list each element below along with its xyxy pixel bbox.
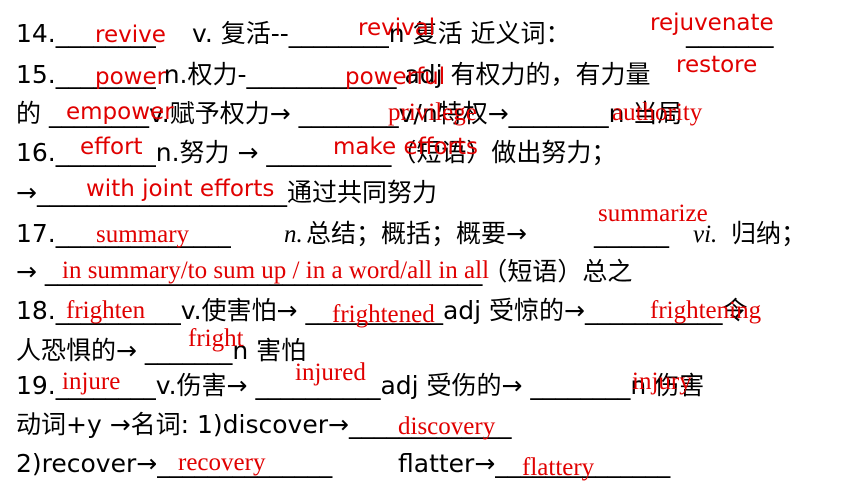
- answer-empower: empower: [66, 99, 174, 125]
- answer-power: power: [95, 64, 167, 90]
- answer-summarize: summarize: [598, 200, 708, 227]
- answer-in-summary: in summary/to sum up / in a word/all in …: [62, 257, 490, 284]
- answer-fright: fright: [188, 325, 244, 352]
- answer-restore: restore: [676, 52, 758, 78]
- answer-privilege: privilege: [388, 99, 477, 126]
- line-14-blank: _______: [686, 19, 774, 48]
- answer-with-joint-efforts: with joint efforts: [86, 176, 275, 202]
- answer-injured: injured: [295, 359, 366, 386]
- line-15: 15.________ n.权力-____________ adj 有权力的，有…: [16, 60, 651, 89]
- line-16: 16.________n.努力 → __________（短语）做出努力；: [16, 138, 617, 167]
- line-18: 18.__________v.使害怕→ ___________adj 受惊的→_…: [16, 296, 748, 325]
- line-15-cont: 的 ________v.赋予权力→ ________v/n特权→________…: [16, 99, 683, 128]
- answer-powerful: powerful: [345, 64, 446, 90]
- answer-injure: injure: [62, 368, 121, 395]
- answer-frighten: frighten: [66, 297, 146, 324]
- answer-injury: injury: [632, 368, 692, 395]
- answer-recovery: recovery: [178, 449, 266, 476]
- answer-make-efforts: make efforts: [333, 134, 478, 160]
- line-16-cont: →____________________通过共同努力: [16, 178, 437, 207]
- answer-summary: summary: [96, 221, 190, 248]
- answer-effort: effort: [80, 134, 143, 160]
- line-14-definition: v. 复活--________n 复活 近义词：: [192, 19, 571, 48]
- line-17-cont: → ___________________________________（短语…: [16, 257, 633, 286]
- answer-revive: revive: [95, 22, 166, 48]
- line-17-definition: 总结；概括；概要→: [306, 219, 527, 248]
- answer-revival: revival: [358, 15, 436, 41]
- line-17-prefix: 17.______________: [16, 219, 231, 248]
- answer-discovery: discovery: [398, 413, 496, 440]
- line-17-pos-vi: vi.: [693, 221, 718, 248]
- answer-authority: authority: [612, 99, 703, 126]
- line-17-pos-n: n.: [284, 221, 303, 248]
- line-recover: 2)recover→______________: [16, 449, 333, 478]
- line-17-definition-2: 归纳；: [731, 219, 807, 248]
- line-14-prefix: 14.________: [16, 19, 156, 48]
- answer-flattery: flattery: [522, 454, 595, 481]
- answer-frightened: frightened: [332, 301, 435, 328]
- line-19: 19.________v.伤害→ __________adj 受伤的→ ____…: [16, 371, 705, 400]
- answer-frightening: frightening: [650, 297, 762, 324]
- answer-rejuvenate: rejuvenate: [650, 10, 774, 36]
- line-noun-suffix: 动词+y →名词: 1)discover→_____________: [16, 410, 512, 439]
- line-17-blank: ______: [594, 219, 669, 248]
- line-flatter: flatter→______________: [398, 449, 671, 478]
- line-18-cont: 人恐惧的→ _______n 害怕: [16, 336, 307, 365]
